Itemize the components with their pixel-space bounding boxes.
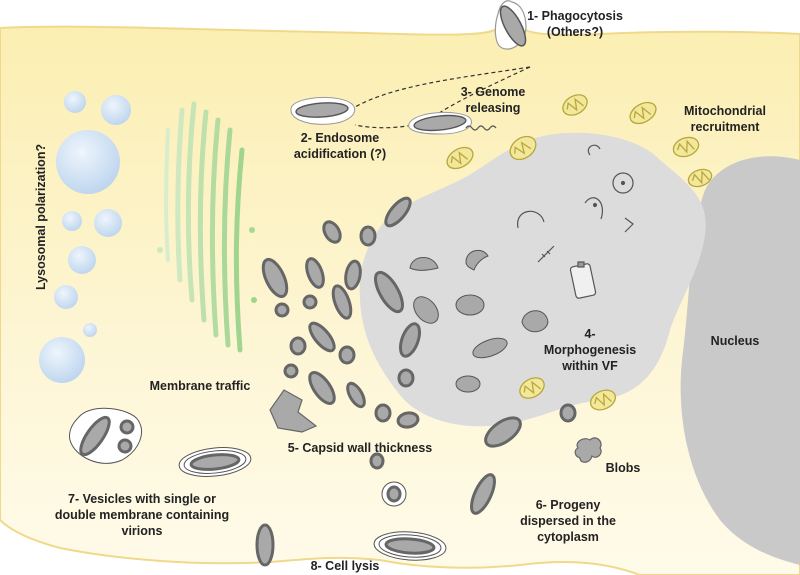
label-lysosomal: Lysosomal polarization? bbox=[34, 144, 48, 290]
endosome-virion bbox=[291, 97, 355, 124]
vesicles-label-1: 7- Vesicles with single or bbox=[42, 491, 242, 507]
genome-sublabel: releasing bbox=[448, 100, 538, 116]
label-morphogenesis: 4- Morphogenesis within VF bbox=[530, 326, 650, 374]
label-capsid: 5- Capsid wall thickness bbox=[280, 440, 440, 456]
endosome-sublabel: acidification (?) bbox=[285, 146, 395, 162]
endosome-label: 2- Endosome bbox=[285, 130, 395, 146]
label-mito: Mitochondrial recruitment bbox=[670, 103, 780, 135]
vesicles-label-2: double membrane containing bbox=[42, 507, 242, 523]
progeny-label-1: 6- Progeny bbox=[508, 497, 628, 513]
label-genome: 3- Genome releasing bbox=[448, 84, 538, 116]
progeny-label-3: cytoplasm bbox=[508, 529, 628, 545]
genome-label: 3- Genome bbox=[448, 84, 538, 100]
label-endosome: 2- Endosome acidification (?) bbox=[285, 130, 395, 162]
label-progeny: 6- Progeny dispersed in the cytoplasm bbox=[508, 497, 628, 545]
phagocytosis-label: 1- Phagocytosis bbox=[520, 8, 630, 24]
progeny-label-2: dispersed in the bbox=[508, 513, 628, 529]
label-blobs: Blobs bbox=[598, 460, 648, 476]
membrane-vesicle bbox=[382, 482, 406, 506]
mito-sublabel: recruitment bbox=[670, 119, 780, 135]
morph-label-1: 4- bbox=[530, 326, 650, 342]
morph-label-3: within VF bbox=[530, 358, 650, 374]
label-nucleus: Nucleus bbox=[690, 333, 780, 349]
label-vesicles: 7- Vesicles with single or double membra… bbox=[42, 491, 242, 539]
mito-label: Mitochondrial bbox=[670, 103, 780, 119]
label-lysis: 8- Cell lysis bbox=[300, 558, 390, 574]
vesicles-label-3: virions bbox=[42, 523, 242, 539]
phagocytosis-sublabel: (Others?) bbox=[520, 24, 630, 40]
morph-label-2: Morphogenesis bbox=[530, 342, 650, 358]
label-membrane-traffic: Membrane traffic bbox=[140, 378, 260, 394]
label-phagocytosis: 1- Phagocytosis (Others?) bbox=[520, 8, 630, 40]
